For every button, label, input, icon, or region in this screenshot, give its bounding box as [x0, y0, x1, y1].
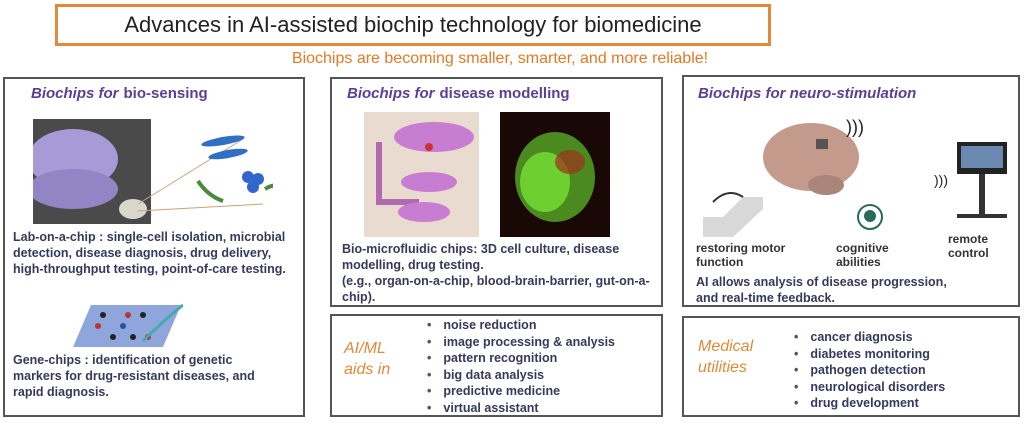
medical-label-line1: Medical	[698, 338, 754, 355]
list-item: noise reduction	[427, 317, 615, 334]
aiml-label: AI/ML aids in	[344, 338, 390, 380]
figure-subtitle: Biochips are becoming smaller, smarter, …	[291, 50, 709, 67]
head-gears-icon	[857, 204, 883, 230]
list-item: pathogen detection	[794, 362, 945, 379]
aiml-list: noise reduction image processing & analy…	[427, 317, 615, 416]
wireless-icon: )))	[934, 172, 948, 188]
remote-label: remote control	[948, 232, 989, 260]
aiml-label-line1: AI/ML	[344, 340, 386, 357]
list-item: predictive medicine	[427, 383, 615, 400]
wireless-icon: )))	[846, 117, 864, 137]
list-item: diabetes monitoring	[794, 346, 945, 363]
medical-label-line2: utilities	[698, 359, 747, 376]
gene-chip-text: Gene-chips : identification of genetic m…	[13, 353, 255, 399]
heading-italic: Biochips for	[347, 85, 435, 102]
monitor-icon	[957, 142, 1007, 218]
aiml-label-line2: aids in	[344, 361, 391, 378]
list-item: neurological disorders	[794, 379, 945, 396]
panel-aiml: AI/ML aids in noise reduction image proce…	[330, 314, 663, 417]
heading-italic: Biochips for	[31, 85, 119, 102]
list-item: image processing & analysis	[427, 334, 615, 351]
medical-label: Medical utilities	[698, 336, 753, 378]
list-item: drug development	[794, 395, 945, 412]
medical-list: cancer diagnosis diabetes monitoring pat…	[794, 329, 945, 412]
microfluidic-text: Bio-microfluidic chips: 3D cell culture,…	[342, 242, 620, 272]
brain-icon	[763, 123, 859, 195]
panel-heading: Biochips for neuro-stimulation	[698, 85, 917, 102]
panel-neuro-stimulation: Biochips for neuro-stimulation ))) ))) r…	[682, 75, 1020, 307]
lab-on-chip-text: Lab-on-a-chip : single-cell isolation, m…	[13, 230, 286, 276]
list-item: big data analysis	[427, 367, 615, 384]
organ-on-chip-illustration	[364, 112, 479, 237]
arm-icon	[703, 192, 763, 237]
cell-fluorescence-image	[500, 112, 610, 237]
list-item: cancer diagnosis	[794, 329, 945, 346]
heading-rest: bio-sensing	[123, 85, 208, 102]
figure-title: Advances in AI-assisted biochip technolo…	[55, 4, 771, 46]
lab-on-chip-illustration	[33, 119, 273, 224]
panel-medical-utilities: Medical utilities cancer diagnosis diabet…	[682, 316, 1020, 417]
microfluidic-examples: (e.g., organ-on-a-chip, blood-brain-barr…	[342, 274, 650, 304]
list-item: virtual assistant	[427, 400, 615, 417]
cognitive-label: cognitive abilities	[836, 241, 889, 269]
motor-label: restoring motor function	[696, 241, 786, 269]
gene-chip-illustration	[73, 303, 183, 347]
list-item: pattern recognition	[427, 350, 615, 367]
heading-rest: disease modelling	[439, 85, 570, 102]
ai-analysis-text: AI allows analysis of disease progressio…	[696, 275, 947, 305]
